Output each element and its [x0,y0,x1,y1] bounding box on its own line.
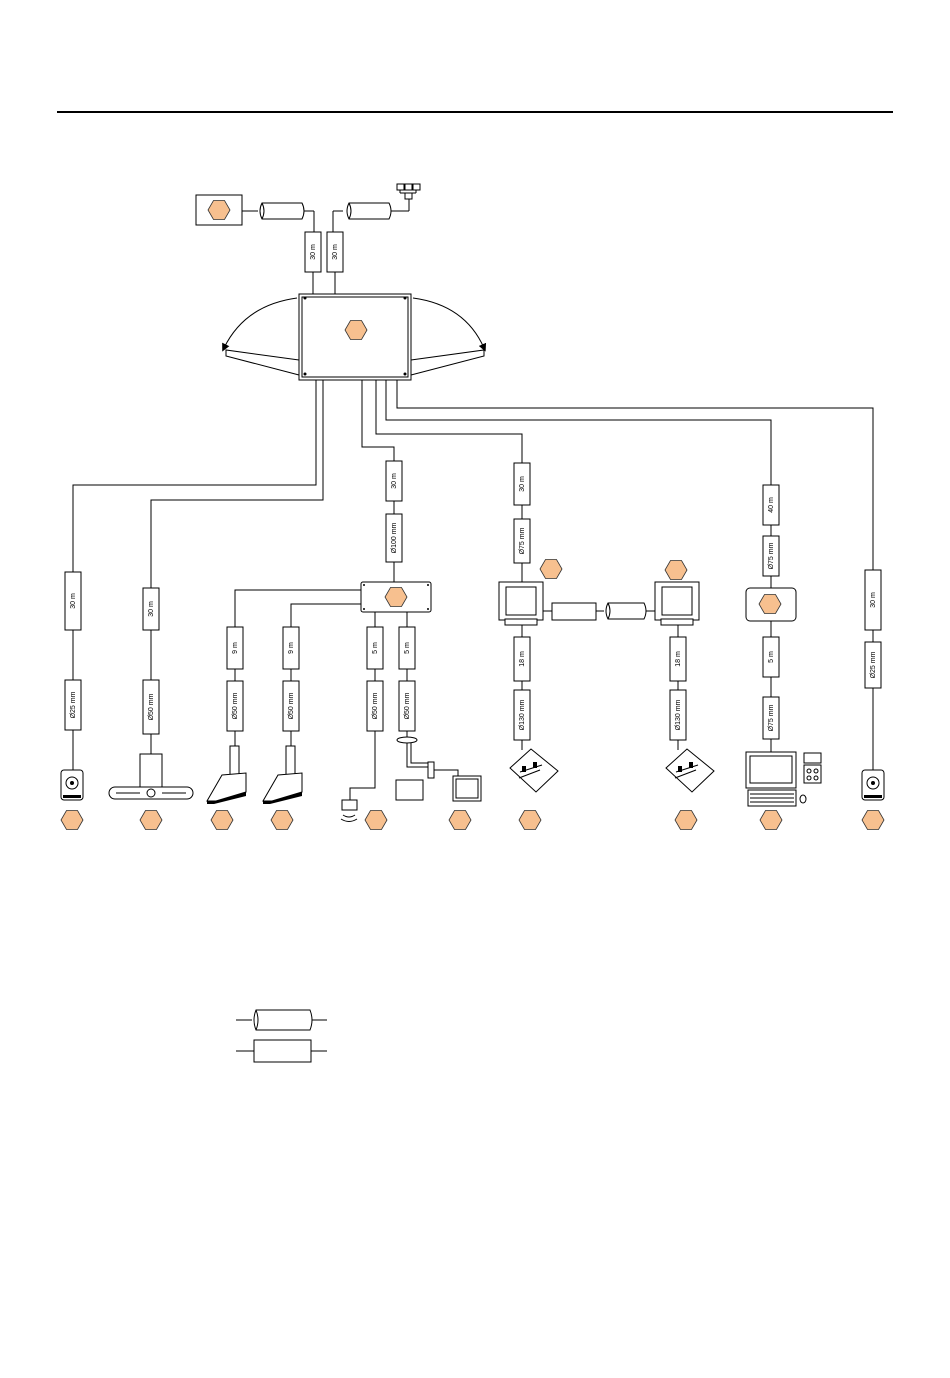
sensor-icon [341,800,357,822]
cable-length-label: 18 m [519,651,526,667]
monitor-arm-icon [397,737,458,778]
cable-tube-icon [606,603,646,619]
callout-marker [760,811,782,830]
cable-diameter-label: Ø50 mm [232,692,239,719]
cable-diameter-box: Ø50 mm [367,681,383,731]
cable-length-box: 30 m [143,588,159,630]
cable-tube-icon [347,203,391,219]
cable-length-label: 30 m [870,592,877,608]
cable-diameter-label: Ø75 mm [768,704,775,731]
console-wing-left [224,298,299,375]
cable-diameter-box: Ø100 mm [386,514,402,562]
control-pad-icon [666,749,714,792]
monitor-icon [396,780,423,800]
cable-diameter-box: Ø75 mm [763,697,779,739]
callout-marker [862,811,884,830]
cable-diameter-label: Ø50 mm [404,692,411,719]
cable-length-label: 5 m [404,642,411,654]
cable-diameter-box: Ø25 mm [865,642,881,688]
cable-length-label: 9 m [232,642,239,654]
callout-marker [140,811,162,830]
callout-markers [61,201,884,830]
callout-marker [675,811,697,830]
cable-length-box: 30 m [65,572,81,630]
legend-box [254,1040,311,1062]
cable-tube-icon [260,203,304,219]
cable-diameter-box: Ø75 mm [514,519,530,563]
cable-length-label: 30 m [519,476,526,492]
cable-diameter-box: Ø50 mm [399,681,415,731]
callout-marker [665,561,687,580]
ptz-camera-icon [109,754,193,799]
cable-diameter-box: Ø50 mm [143,680,159,734]
joystick-icon [862,770,884,800]
callout-marker [271,811,293,830]
cable-length-label: 30 m [391,473,398,489]
cable-length-label: 9 m [288,642,295,654]
cable-tube-icon [254,1010,312,1030]
cable-length-box: 5 m [399,627,415,669]
cable-length-label: 30 m [148,601,155,617]
cable-length-box: 40 m [763,485,779,525]
cable-length-label: 5 m [372,642,379,654]
cable-length-label: 30 m [332,244,339,260]
link-box [552,603,596,620]
joystick-icon [61,770,83,800]
control-pad-icon [510,749,558,792]
foot-pedal-icon [263,746,302,804]
cable-length-label: 18 m [675,651,682,667]
cable-length-box: 5 m [763,637,779,677]
callout-marker [365,811,387,830]
workstation-icon [746,752,821,806]
cable-diameter-box: Ø50 mm [283,681,299,731]
cable-diameter-label: Ø25 mm [870,651,877,678]
cable-length-label: 5 m [768,651,775,663]
cable-diameter-label: Ø75 mm [768,542,775,569]
cable-diameter-box: Ø130 mm [514,690,530,740]
cable-diameter-label: Ø50 mm [372,692,379,719]
cable-length-label: 30 m [310,244,317,260]
cable-diameter-box: Ø130 mm [670,690,686,740]
console-wing-right [411,298,484,375]
cable-length-box: 30 m [386,461,402,501]
cable-length-box: 9 m [283,627,299,669]
keypad-panel-icon [655,582,699,625]
callout-marker [449,811,471,830]
cable-diameter-label: Ø130 mm [675,699,682,730]
tablet-icon [453,776,481,801]
foot-pedal-icon [207,746,246,804]
cable-diameter-label: Ø100 mm [391,522,398,553]
cable-length-box: 30 m [514,463,530,505]
network-hub-icon [397,184,420,199]
callout-marker [61,811,83,830]
callout-marker [211,811,233,830]
legend [236,1010,327,1062]
cable-diameter-label: Ø50 mm [288,692,295,719]
cable-length-label: 40 m [768,497,775,513]
keypad-panel-icon [499,582,543,625]
cable-diameter-box: Ø50 mm [227,681,243,731]
cable-diameter-label: Ø25 mm [70,691,77,718]
cable-length-box: 30 m [305,232,321,272]
cable-diameter-box: Ø25 mm [65,680,81,730]
cable-diameter-label: Ø75 mm [519,527,526,554]
callout-marker [519,811,541,830]
cable-length-box: 18 m [514,637,530,681]
cable-length-box: 5 m [367,627,383,669]
cable-length-box: 30 m [327,232,343,272]
cable-diameter-label: Ø130 mm [519,699,526,730]
callout-marker [540,560,562,579]
cable-length-label: 30 m [70,593,77,609]
cable-length-box: 30 m [865,570,881,630]
cable-length-box: 18 m [670,637,686,681]
cable-length-box: 9 m [227,627,243,669]
cable-diameter-label: Ø50 mm [148,693,155,720]
cable-diameter-box: Ø75 mm [763,536,779,576]
